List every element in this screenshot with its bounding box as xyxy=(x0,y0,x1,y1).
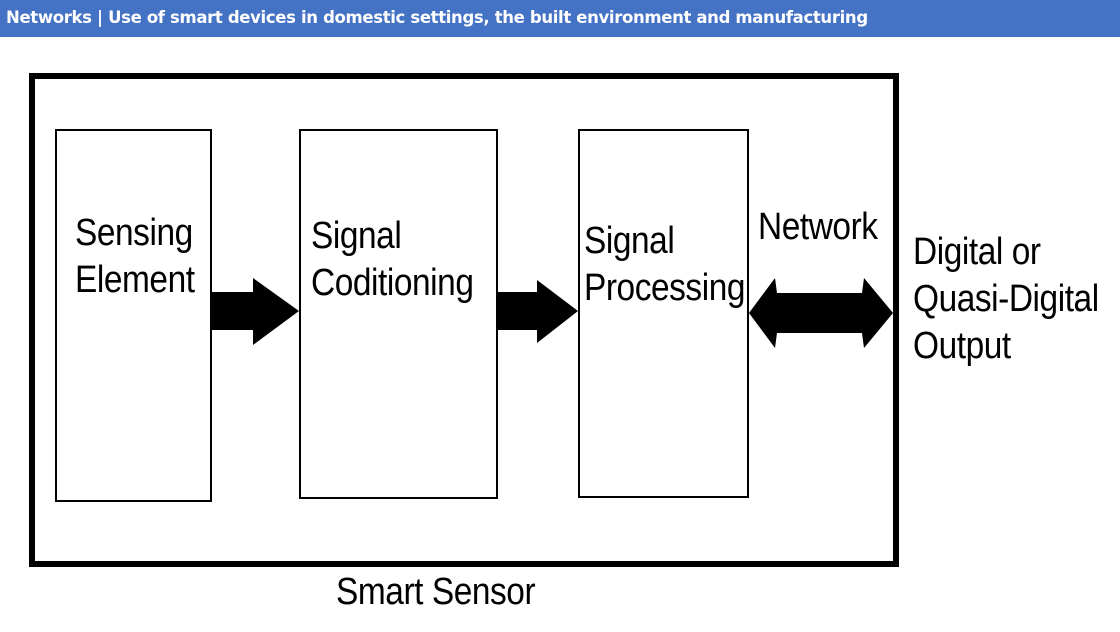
arrow-sensing-to-conditioning xyxy=(212,278,299,345)
sensing-element-label: Sensing Element xyxy=(75,210,195,304)
output-line2: Quasi-Digital xyxy=(913,278,1099,320)
sensing-element-line1: Sensing xyxy=(75,212,193,254)
sensing-element-block xyxy=(55,129,212,502)
network-label: Network xyxy=(758,206,878,248)
signal-processing-line2: Processing xyxy=(584,267,746,309)
page-header: Networks | Use of smart devices in domes… xyxy=(0,0,1120,37)
arrow-conditioning-to-processing xyxy=(498,280,578,343)
network-double-arrow xyxy=(749,278,893,348)
smart-sensor-label: Smart Sensor xyxy=(336,571,536,613)
sensing-element-line2: Element xyxy=(75,259,195,301)
signal-conditioning-line2: Coditioning xyxy=(311,262,474,304)
signal-conditioning-label: Signal Coditioning xyxy=(311,213,474,307)
signal-processing-line1: Signal xyxy=(584,220,675,262)
signal-conditioning-line1: Signal xyxy=(311,215,402,257)
signal-processing-block xyxy=(578,129,749,498)
signal-conditioning-block xyxy=(299,129,498,499)
output-label: Digital or Quasi-Digital Output xyxy=(913,229,1099,370)
header-title: Networks | Use of smart devices in domes… xyxy=(6,8,868,27)
output-line3: Output xyxy=(913,325,1011,367)
signal-processing-label: Signal Processing xyxy=(584,218,745,312)
output-line1: Digital or xyxy=(913,231,1041,273)
